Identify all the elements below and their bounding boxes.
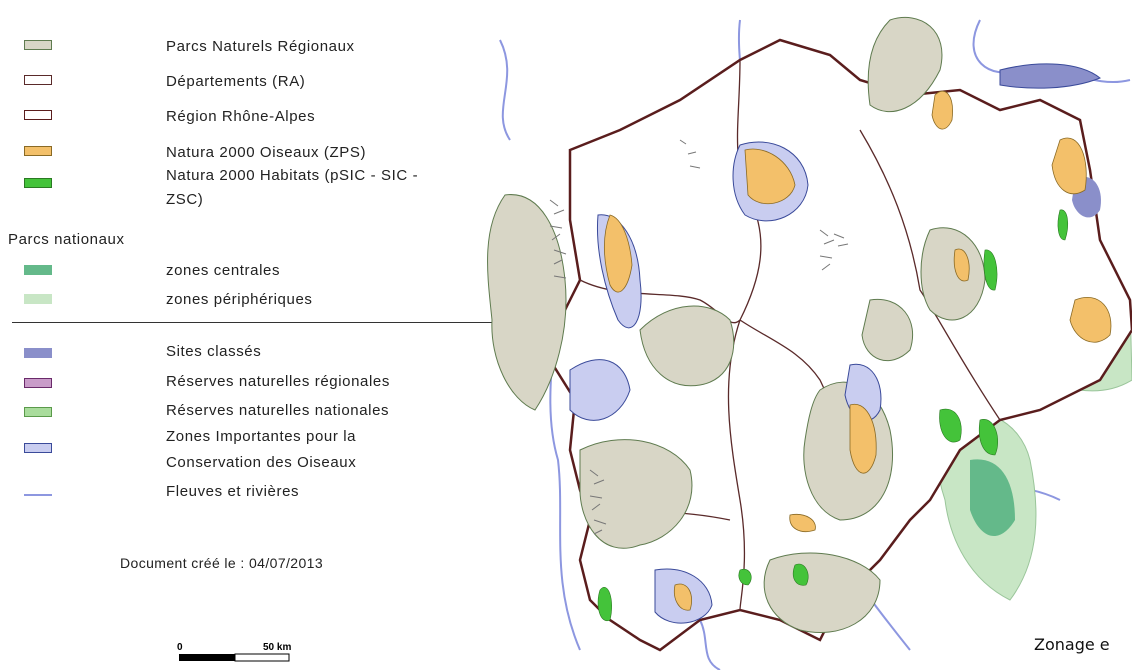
natura-habitats-swatch (24, 178, 52, 188)
document-created-date: Document créé le : 04/07/2013 (120, 555, 324, 571)
department-border (727, 319, 746, 611)
parcs-nationaux-title: Parcs nationaux (8, 231, 125, 248)
legend-label-line2: Conservation des Oiseaux (166, 454, 357, 471)
habitat-area (983, 249, 998, 291)
scale-bar: 0 50 km (177, 642, 291, 662)
natura-oiseaux-layer (604, 90, 1112, 611)
urban-hatching (819, 229, 849, 271)
regional-park (763, 552, 881, 634)
legend-label: Sites classés (166, 343, 262, 360)
protected-areas-map[interactable]: Zonage e (440, 0, 1132, 670)
zps-area (953, 248, 970, 282)
legend: Parcs Naturels Régionaux Départements (R… (0, 0, 530, 670)
legend-label: Région Rhône-Alpes (166, 108, 316, 125)
legend-label: Fleuves et rivières (166, 483, 300, 500)
habitat-area (1057, 209, 1069, 241)
scale-distance-label: 50 km (263, 642, 291, 653)
zico-area (569, 359, 631, 421)
region-swatch (24, 110, 52, 120)
regional-park (639, 305, 735, 387)
pnr-swatch (24, 40, 52, 50)
legend-label: Départements (RA) (166, 73, 306, 90)
habitat-area (597, 587, 612, 622)
regional-park (579, 439, 693, 549)
natura-oiseaux-swatch (24, 146, 52, 156)
zps-area (789, 513, 816, 532)
natura-habitats-layer (597, 209, 1069, 622)
urban-hatching (679, 139, 701, 169)
zps-area (931, 90, 953, 130)
urban-hatching (589, 469, 607, 535)
regional-park (867, 16, 943, 113)
legend-label: Zones Importantes pour la (166, 428, 357, 445)
scale-zero-label: 0 (177, 642, 183, 653)
zones-peripheriques-swatch (24, 294, 52, 304)
zones-centrales-swatch (24, 265, 52, 275)
zps-area (1051, 137, 1087, 195)
urban-texture-layer (549, 139, 849, 535)
zps-area (1069, 297, 1112, 343)
scale-segment-dark (179, 654, 235, 661)
scale-segment-light (234, 653, 290, 662)
urban-hatching (549, 199, 567, 279)
regional-park (487, 194, 567, 411)
zps-area (849, 403, 877, 474)
regional-parks-layer (487, 16, 986, 634)
zps-area (744, 148, 796, 204)
river (699, 619, 721, 670)
river (499, 39, 511, 141)
legend-label: Natura 2000 Habitats (pSIC - SIC - (166, 167, 419, 184)
reserves-nationales-swatch (24, 407, 52, 417)
park-central-zone (970, 459, 1015, 537)
legend-divider (12, 322, 524, 323)
legend-label-line2: ZSC) (166, 191, 204, 208)
regional-park (920, 227, 986, 321)
habitat-area (939, 408, 962, 443)
legend-label: Natura 2000 Oiseaux (ZPS) (166, 144, 367, 161)
habitat-area (738, 568, 752, 586)
department-border (859, 129, 1001, 421)
sites-classes-swatch (24, 348, 52, 358)
zps-area (673, 583, 692, 611)
map-caption: Zonage e (1034, 635, 1110, 654)
reserves-regionales-swatch (24, 378, 52, 388)
regional-park (861, 298, 914, 362)
legend-label: zones périphériques (166, 291, 313, 308)
zps-area (604, 214, 633, 293)
river-line-swatch (24, 494, 52, 496)
zico-swatch (24, 443, 52, 453)
legend-label: zones centrales (166, 262, 281, 279)
legend-label: Parcs Naturels Régionaux (166, 38, 355, 55)
departements-swatch (24, 75, 52, 85)
legend-label: Réserves naturelles régionales (166, 373, 390, 390)
site-classe (999, 63, 1101, 89)
habitat-area (978, 419, 999, 456)
habitat-area (792, 563, 809, 586)
legend-label: Réserves naturelles nationales (166, 402, 390, 419)
